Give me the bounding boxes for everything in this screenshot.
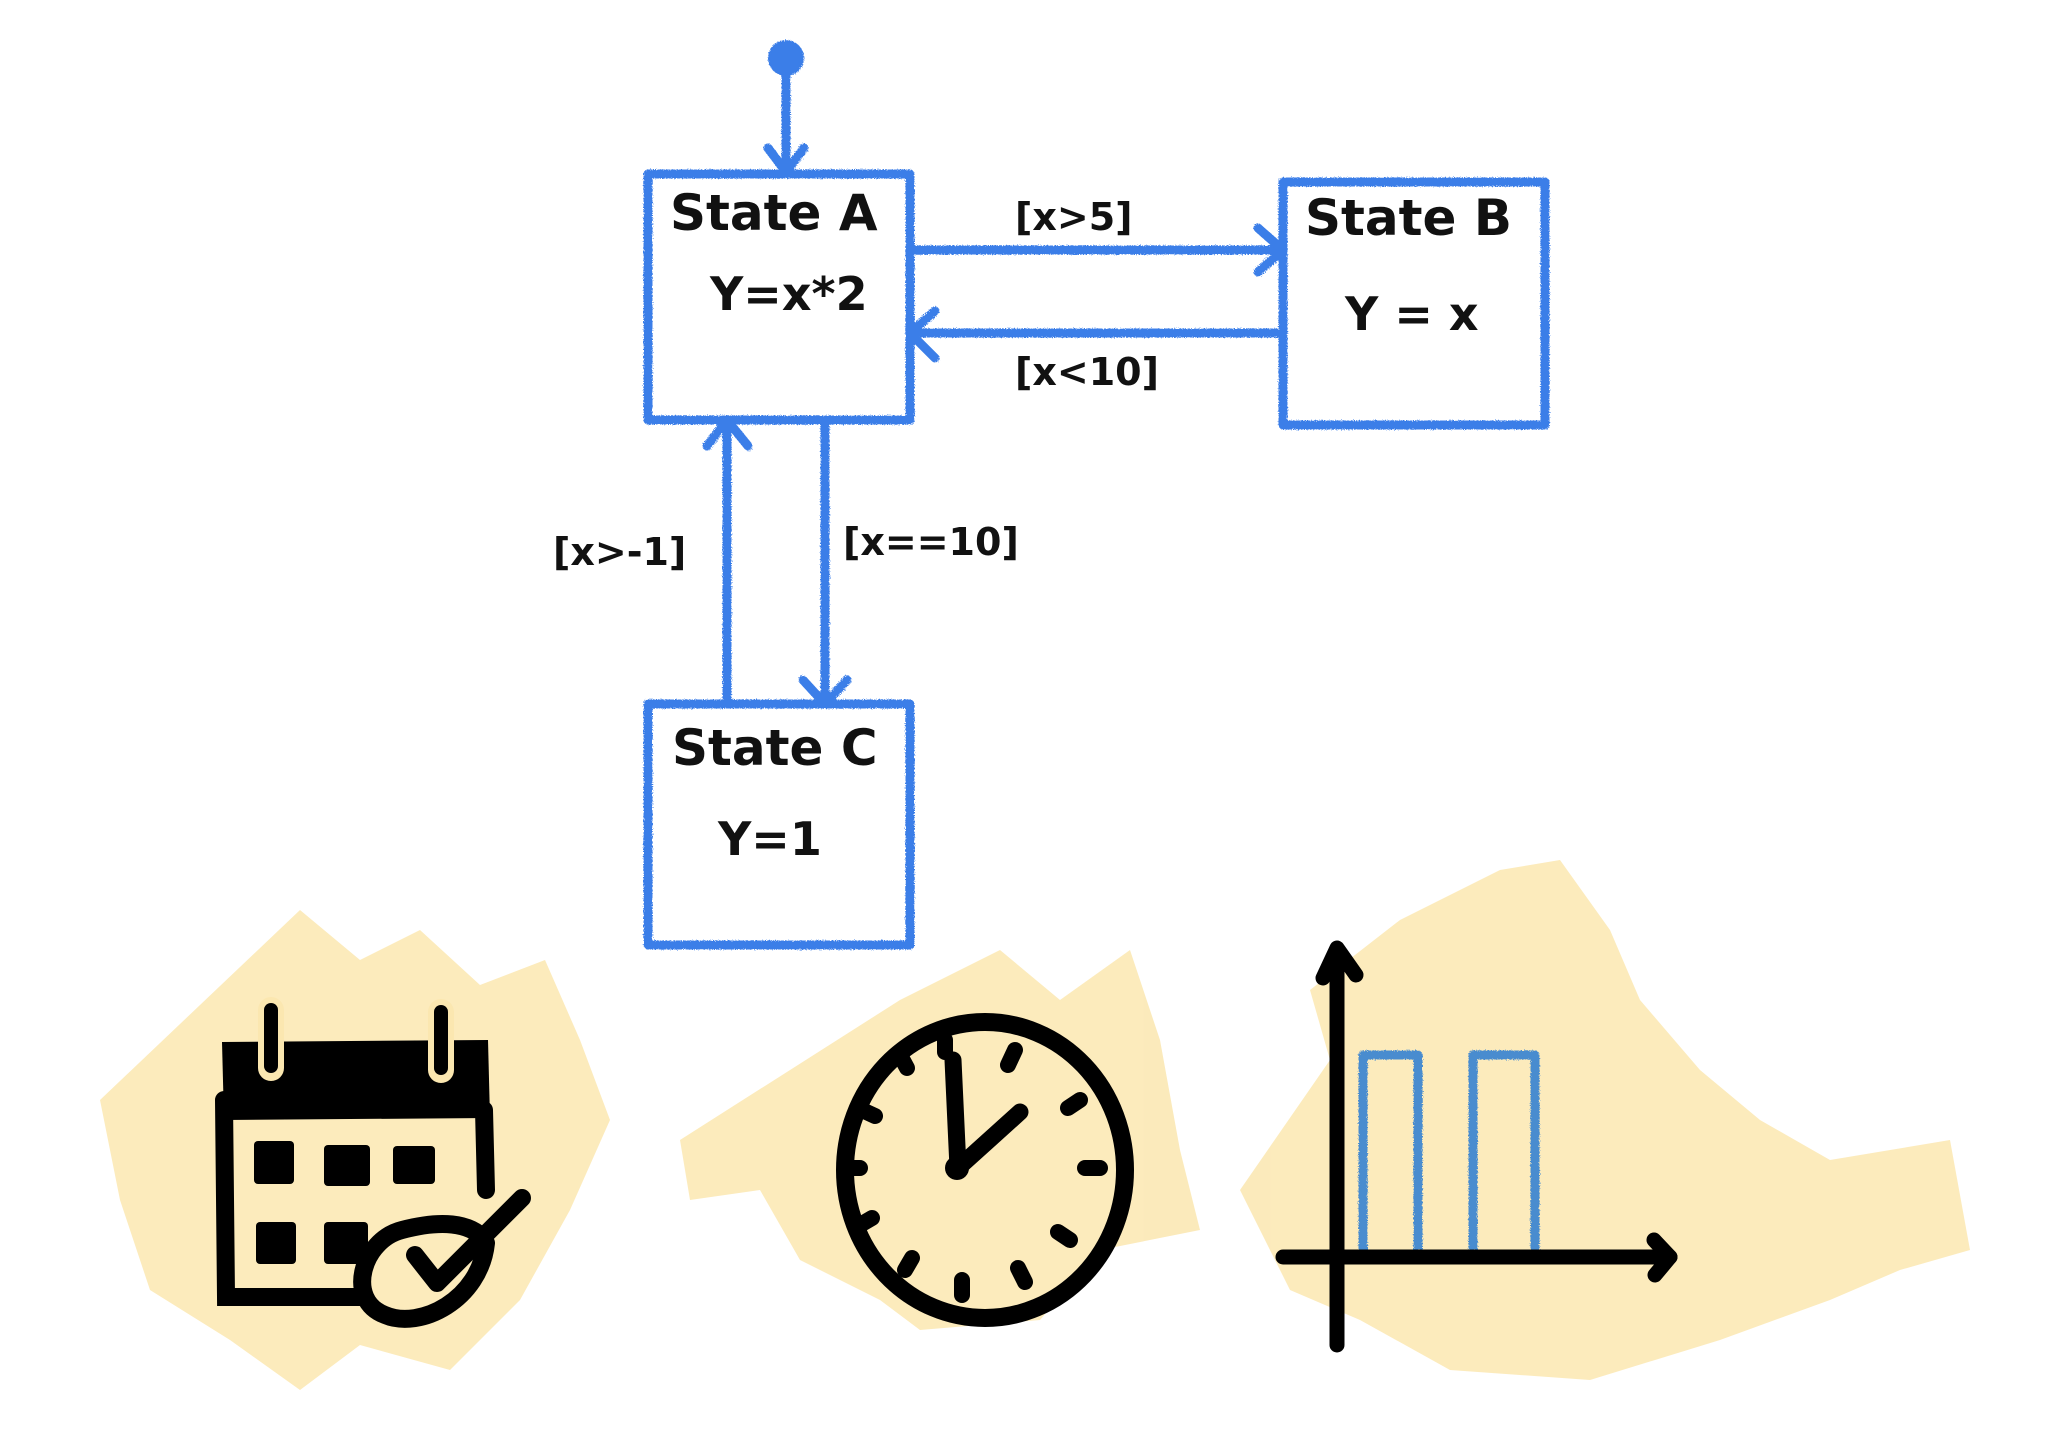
state-b-title: State B [1305, 189, 1512, 247]
guard-c-to-a: [x>-1] [553, 530, 686, 574]
guard-a-to-b: [x>5] [1015, 195, 1133, 239]
transition-initial-to-a [763, 65, 809, 177]
state-a-title: State A [670, 184, 878, 242]
clock-icon [836, 1013, 1134, 1327]
state-c-box [643, 699, 915, 950]
state-b-expr: Y = x [1344, 287, 1479, 341]
guard-b-to-a: [x<10] [1015, 350, 1159, 394]
transition-b-to-a [905, 306, 1288, 363]
state-c-expr: Y=1 [717, 812, 822, 866]
state-c-title: State C [672, 719, 878, 777]
guard-a-to-c: [x==10] [843, 520, 1019, 564]
state-a-box [643, 169, 915, 425]
state-b-box [1278, 177, 1550, 430]
transition-a-to-b [905, 223, 1288, 277]
initial-state-dot [768, 40, 804, 76]
transition-c-to-a [702, 415, 753, 709]
state-a-expr: Y=x*2 [709, 267, 868, 321]
calendar-check-icon [215, 997, 531, 1328]
transition-a-to-c [798, 415, 852, 709]
pulse-chart-icon [1275, 940, 1678, 1353]
state-diagram [643, 40, 1550, 950]
